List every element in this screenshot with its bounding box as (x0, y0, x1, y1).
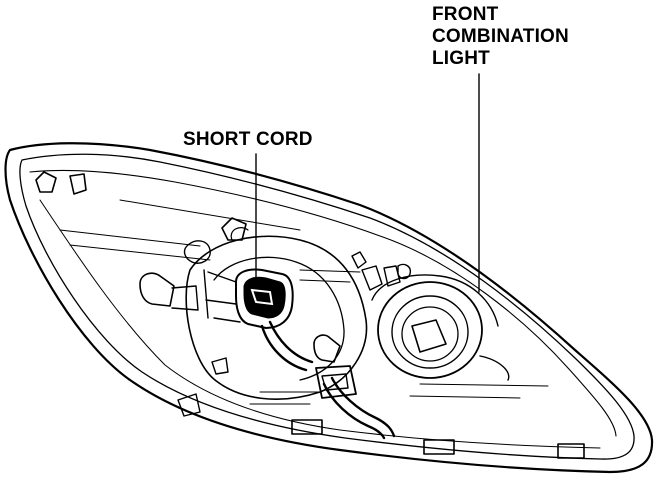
bottom-tabs (177, 357, 585, 459)
projector-lens (371, 274, 510, 381)
wire-harness (260, 320, 396, 440)
upper-bracket (361, 263, 412, 291)
label-line: LIGHT (432, 48, 490, 69)
lower-socket (313, 334, 357, 399)
front-combination-light-label: FRONT COMBINATION LIGHT (432, 4, 569, 70)
label-line: COMBINATION (432, 26, 569, 47)
housing-outline (4, 142, 654, 474)
label-line: FRONT (432, 4, 499, 25)
short-cord-label: SHORT CORD (183, 129, 313, 150)
side-bulb (139, 272, 199, 311)
short-cord-connector (203, 268, 294, 329)
mounting-clips (35, 171, 367, 269)
reflector-lines (59, 199, 549, 405)
